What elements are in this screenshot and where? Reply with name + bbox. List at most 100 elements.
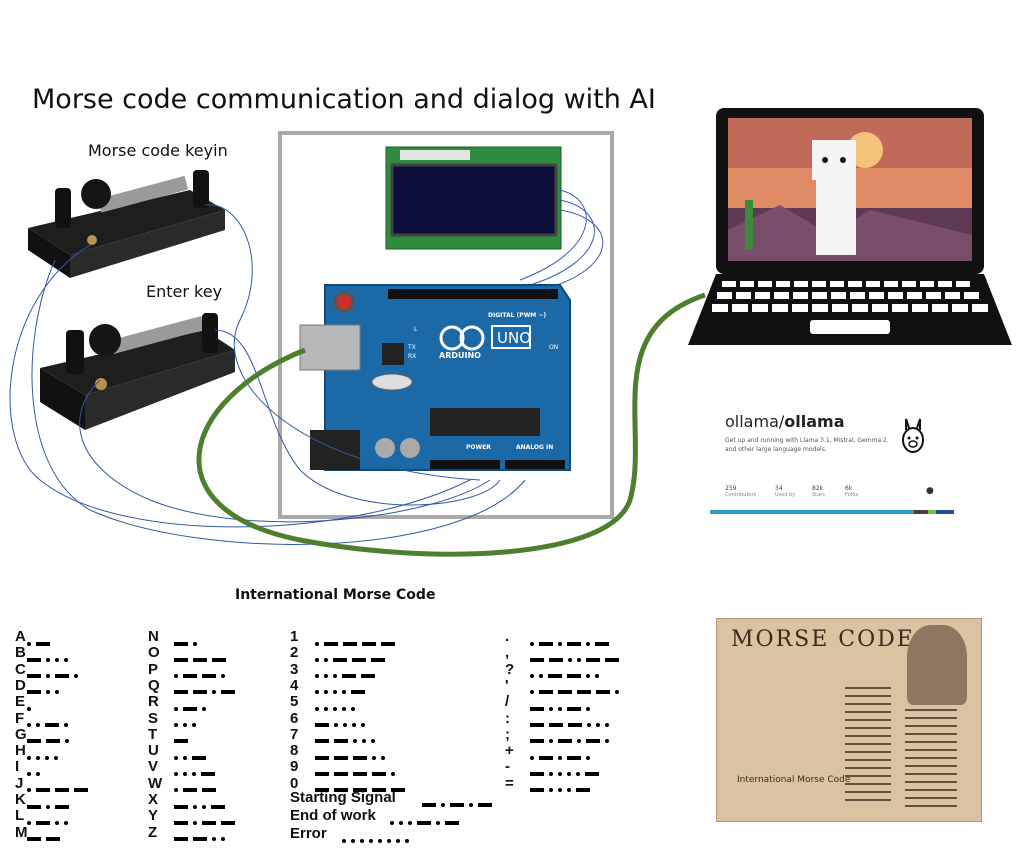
morse-dash (548, 674, 562, 679)
morse-character: O (148, 644, 160, 662)
rx-text: RX (408, 353, 416, 360)
morse-dot (378, 838, 382, 843)
morse-dot (27, 771, 31, 776)
morse-code-symbols (27, 829, 65, 842)
morse-dot (46, 657, 50, 662)
morse-dash (352, 657, 366, 662)
morse-dot (174, 755, 178, 760)
morse-code-symbols (530, 763, 604, 776)
morse-character: V (148, 758, 159, 776)
morse-dash (27, 739, 41, 744)
morse-code-symbols (315, 780, 410, 793)
morse-code-symbols (174, 812, 240, 825)
morse-dash (567, 755, 581, 760)
morse-code-symbols (315, 763, 400, 776)
morse-character: P (148, 660, 159, 678)
morse-dot (333, 706, 337, 711)
morse-dash (372, 771, 386, 776)
morse-dot (362, 739, 366, 744)
morse-code-symbols (27, 796, 74, 809)
morse-dash (27, 837, 41, 842)
morse-dot (586, 706, 590, 711)
morse-dash (183, 788, 197, 793)
morse-dot (530, 755, 534, 760)
morse-dash (567, 674, 581, 679)
morse-dash (202, 674, 216, 679)
morse-dot (558, 641, 562, 646)
morse-dash (549, 657, 563, 662)
usb-port (299, 324, 361, 371)
morse-dot (558, 706, 562, 711)
morse-code-symbols (174, 731, 193, 744)
diagram-title: Morse code communication and dialog with… (32, 84, 656, 115)
lcd-display (385, 146, 562, 250)
morse-character: N (148, 628, 159, 645)
morse-dash (174, 641, 188, 646)
morse-code-symbols (27, 763, 45, 776)
morse-dot (27, 820, 31, 825)
morse-dot (539, 674, 543, 679)
morse-dash (445, 820, 459, 825)
morse-dot (567, 771, 571, 776)
morse-dash (605, 657, 619, 662)
morse-character: ? (505, 660, 515, 678)
morse-character: E (15, 693, 26, 711)
morse-character: A (15, 628, 26, 645)
morse-dot (530, 641, 534, 646)
morse-dash (362, 641, 376, 646)
digital-text: DIGITAL (PWM ~) (488, 312, 546, 319)
morse-character: = (505, 774, 514, 792)
morse-dash (576, 788, 590, 793)
morse-dot (360, 838, 364, 843)
morse-character: T (148, 725, 158, 743)
morse-dash (174, 657, 188, 662)
morse-code-symbols (315, 666, 380, 679)
repo-name[interactable]: ollama/ollama (725, 412, 845, 431)
morse-dot (399, 820, 403, 825)
morse-dash (530, 657, 544, 662)
morse-dot (408, 820, 412, 825)
morse-dot (596, 723, 600, 727)
morse-dash (221, 820, 235, 825)
morse-dash (27, 804, 41, 809)
morse-poster: Morse Code International Morse Code (716, 618, 982, 822)
morse-dash (315, 723, 329, 727)
morse-code-symbols (27, 666, 83, 679)
morse-dot (333, 674, 337, 679)
morse-dot (64, 723, 68, 727)
morse-dash (55, 674, 69, 679)
morse-dot (353, 739, 357, 744)
morse-dash (539, 641, 553, 646)
morse-dash (585, 771, 599, 776)
morse-dot (605, 723, 609, 727)
morse-key-keyin (28, 170, 225, 278)
morse-dot (315, 641, 319, 646)
morse-dot (74, 674, 78, 679)
morse-character: Z (148, 823, 158, 841)
morse-code-symbols (530, 666, 604, 679)
morse-dash (334, 755, 348, 760)
morse-dot (390, 820, 394, 825)
morse-dot (192, 723, 196, 727)
morse-dash (391, 788, 405, 793)
repo-description: Get up and running with Llama 3.1, Mistr… (725, 437, 889, 453)
morse-dot (174, 674, 178, 679)
morse-dot (605, 739, 609, 744)
morse-dash (530, 788, 544, 793)
uno-text: UNO (497, 329, 531, 347)
morse-character: B (15, 644, 26, 662)
morse-code-symbols (530, 780, 595, 793)
morse-dash (530, 771, 544, 776)
morse-code-symbols (174, 666, 230, 679)
morse-character: + (505, 742, 514, 760)
morse-character: 4 (290, 676, 299, 694)
morse-dot (315, 657, 319, 662)
github-repo-card[interactable]: ollama/ollama Get up and running with Ll… (710, 410, 954, 516)
morse-dot (65, 739, 69, 744)
morse-character: ; (505, 725, 510, 743)
morse-dot (174, 706, 178, 711)
morse-code-symbols (174, 682, 240, 695)
morse-dash (74, 788, 88, 793)
morse-code-symbols (422, 794, 497, 807)
